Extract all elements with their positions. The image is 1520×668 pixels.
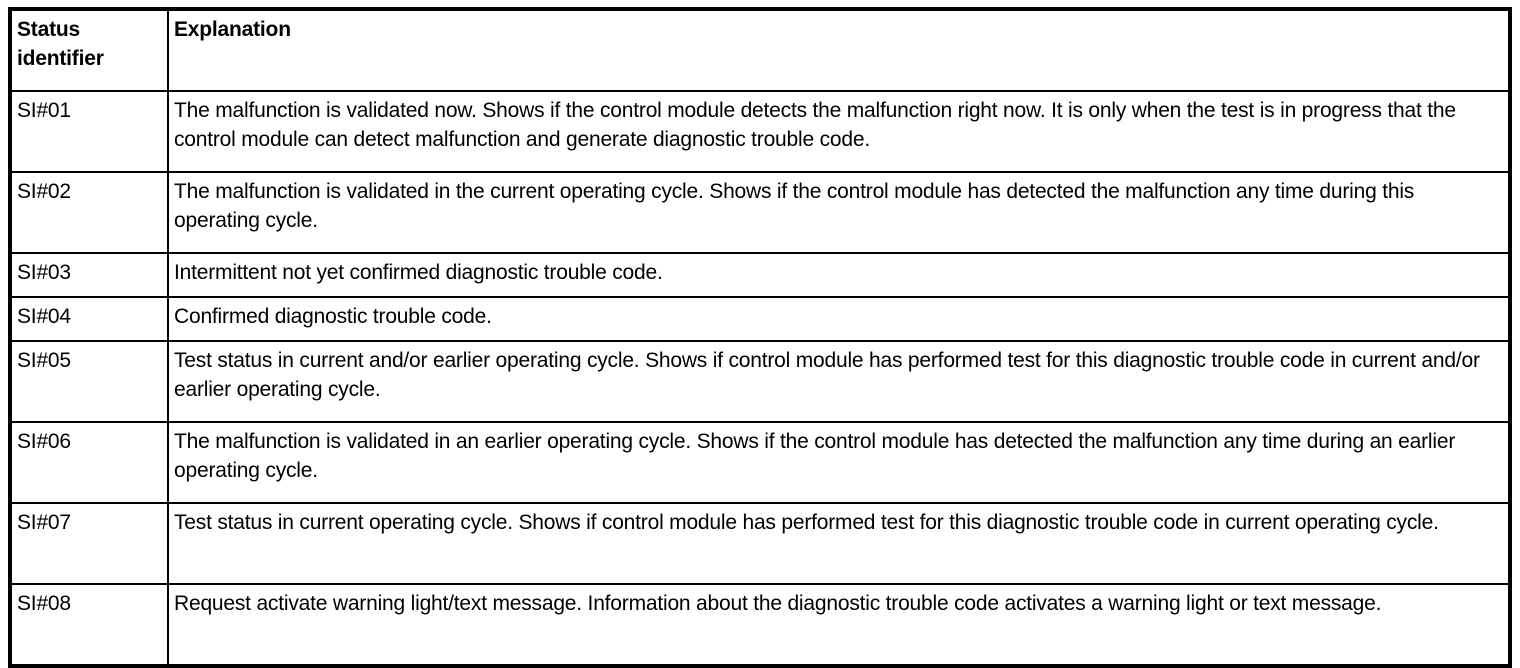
status-identifier-cell: SI#04 [9,296,169,342]
status-identifier-cell: SI#08 [9,583,169,667]
table-header-row: Status identifier Explanation [9,8,1511,92]
explanation-cell: Request activate warning light/text mess… [167,583,1511,667]
column-header-status-identifier: Status identifier [9,8,169,92]
explanation-cell: Confirmed diagnostic trouble code. [167,296,1511,342]
explanation-cell: Test status in current and/or earlier op… [167,340,1511,423]
explanation-cell: The malfunction is validated in the curr… [167,171,1511,254]
status-identifier-cell: SI#07 [9,502,169,585]
explanation-cell: The malfunction is validated in an earli… [167,421,1511,504]
explanation-cell: The malfunction is validated now. Shows … [167,90,1511,173]
status-identifier-cell: SI#06 [9,421,169,504]
explanation-cell: Intermittent not yet confirmed diagnosti… [167,252,1511,298]
column-header-explanation: Explanation [167,8,1511,92]
status-identifier-cell: SI#02 [9,171,169,254]
status-identifier-cell: SI#05 [9,340,169,423]
status-identifier-cell: SI#03 [9,252,169,298]
explanation-cell: Test status in current operating cycle. … [167,502,1511,585]
status-identifier-cell: SI#01 [9,90,169,173]
